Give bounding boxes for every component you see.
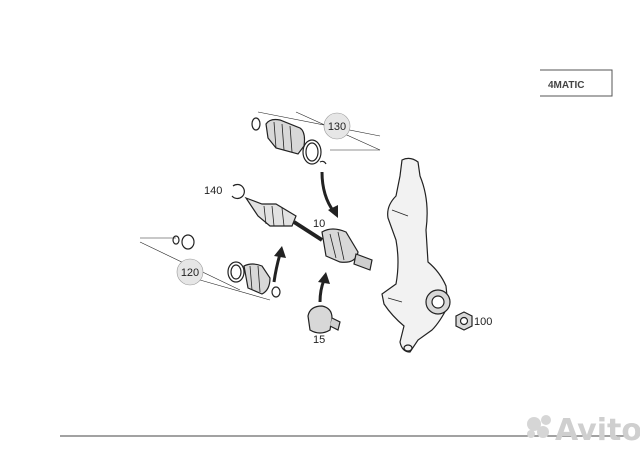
arrow-joint xyxy=(318,272,330,303)
callout-120: 120 xyxy=(176,258,204,286)
arrow-upper xyxy=(320,171,338,218)
arrow-lower xyxy=(272,246,286,283)
outer-joint-15 xyxy=(307,305,341,334)
steering-knuckle xyxy=(381,157,451,353)
callout-100-label: 100 xyxy=(474,316,492,328)
4matic-badge-label: 4MATIC xyxy=(548,80,584,91)
circlip-140: 140 xyxy=(204,183,245,200)
avito-watermark: Avito xyxy=(527,413,640,448)
callout-130-label: 130 xyxy=(328,121,346,133)
callout-140-label: 140 xyxy=(204,185,222,197)
drive-shaft xyxy=(244,196,373,271)
hub-nut-100 xyxy=(455,311,473,331)
lower-boot-kit xyxy=(139,234,281,301)
upper-boot-kit xyxy=(251,111,381,165)
callout-10-label: 10 xyxy=(313,218,325,230)
callout-130: 130 xyxy=(323,112,351,140)
4matic-badge: 4MATIC xyxy=(540,69,613,97)
callout-120-label: 120 xyxy=(181,267,199,279)
callout-15-label: 15 xyxy=(313,334,325,346)
avito-watermark-text: Avito xyxy=(555,413,640,448)
